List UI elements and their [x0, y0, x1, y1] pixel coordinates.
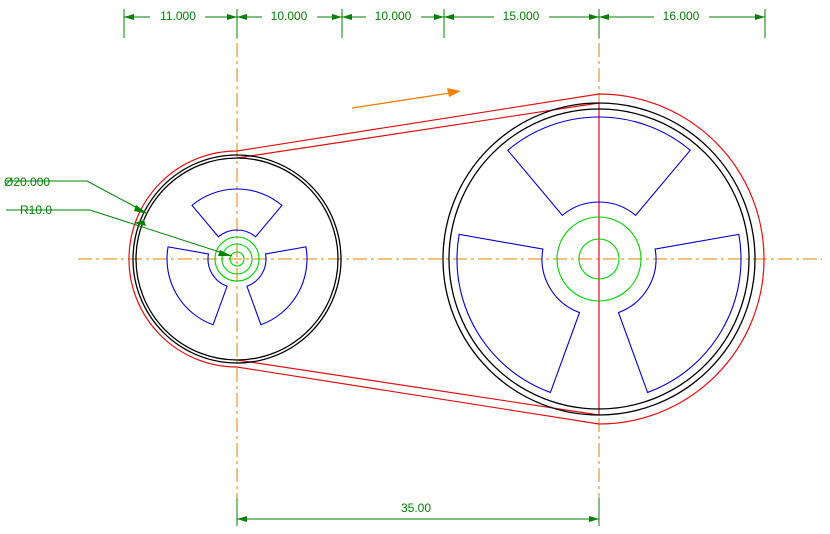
dimension-label-background [494, 7, 549, 23]
small-pulley-spoke-cutout [166, 246, 228, 326]
large-pulley-spoke-cutout [456, 233, 581, 394]
pulley-outlines [132, 102, 756, 416]
belt-outer-outline [128, 93, 765, 425]
large-hub-outer-circle [556, 216, 642, 302]
large-pulley-outer-circle [442, 102, 756, 416]
dimension-label-background [150, 7, 205, 23]
large-pulley-spoke-cutout [617, 233, 742, 394]
small-hub-outer-circle [214, 236, 260, 282]
diameter-leader-arrowhead [134, 205, 148, 214]
small-pulley-spoke-cutout [246, 246, 308, 326]
top-dimension-labels: 11.000 10.000 10.000 15.000 16.000 [150, 7, 709, 23]
small-pulley-spoke-cutout [191, 188, 283, 238]
dimension-arrowhead [342, 14, 352, 20]
bottom-dimension [236, 498, 600, 526]
dimension-label-background [366, 7, 421, 23]
top-dimension-arrowheads [124, 14, 765, 20]
dimension-label-background [262, 7, 317, 23]
belt-inner-edges [236, 102, 600, 416]
dimension-label-4: 15.000 [503, 9, 540, 23]
dimension-arrowhead [589, 516, 599, 522]
dimension-arrowhead [434, 14, 444, 20]
diameter-leader-line [6, 180, 146, 213]
spoke-cutouts [166, 116, 742, 394]
dimension-label-5: 16.000 [663, 9, 700, 23]
radius-leader-line [6, 209, 233, 257]
direction-arrow [351, 88, 461, 109]
direction-arrow-shaft [351, 92, 451, 109]
dimension-label-3: 10.000 [375, 9, 412, 23]
direction-arrow-head [447, 88, 461, 97]
leader-lines [6, 180, 233, 257]
bottom-dimension-arrowheads [237, 516, 599, 522]
dimension-arrowhead [599, 14, 609, 20]
diameter-leader-arrowhead [134, 220, 146, 226]
hub-circles [214, 216, 642, 302]
dimension-arrowhead [237, 14, 247, 20]
dimension-arrowhead [589, 14, 599, 20]
belt [128, 93, 765, 425]
dimension-arrowhead [227, 14, 237, 20]
radius-leader-arrowhead [218, 250, 232, 256]
dimension-label-2: 10.000 [271, 9, 308, 23]
radius-dimension-label: R10.0 [20, 203, 52, 217]
small-pulley-outer-circle [132, 154, 342, 364]
dimension-arrowhead [237, 516, 247, 522]
small-hub-middle-circle [221, 243, 253, 275]
leader-arrowheads [134, 205, 232, 256]
small-hub-bore-circle [229, 251, 245, 267]
small-pulley-rim-circle [135, 157, 339, 361]
bottom-dimension-label: 35.00 [401, 501, 431, 515]
dimension-arrowhead [124, 14, 134, 20]
dimension-label-background [654, 7, 709, 23]
large-pulley-spoke-cutout [506, 116, 692, 217]
large-hub-bore-circle [578, 238, 620, 280]
diameter-dimension-label: Ø20.000 [4, 175, 50, 189]
dimension-arrowhead [755, 14, 765, 20]
large-pulley-rim-circle [448, 108, 750, 410]
dimension-label-1: 11.000 [160, 9, 196, 23]
dimension-arrowhead [444, 14, 454, 20]
dimension-arrowhead [332, 14, 342, 20]
